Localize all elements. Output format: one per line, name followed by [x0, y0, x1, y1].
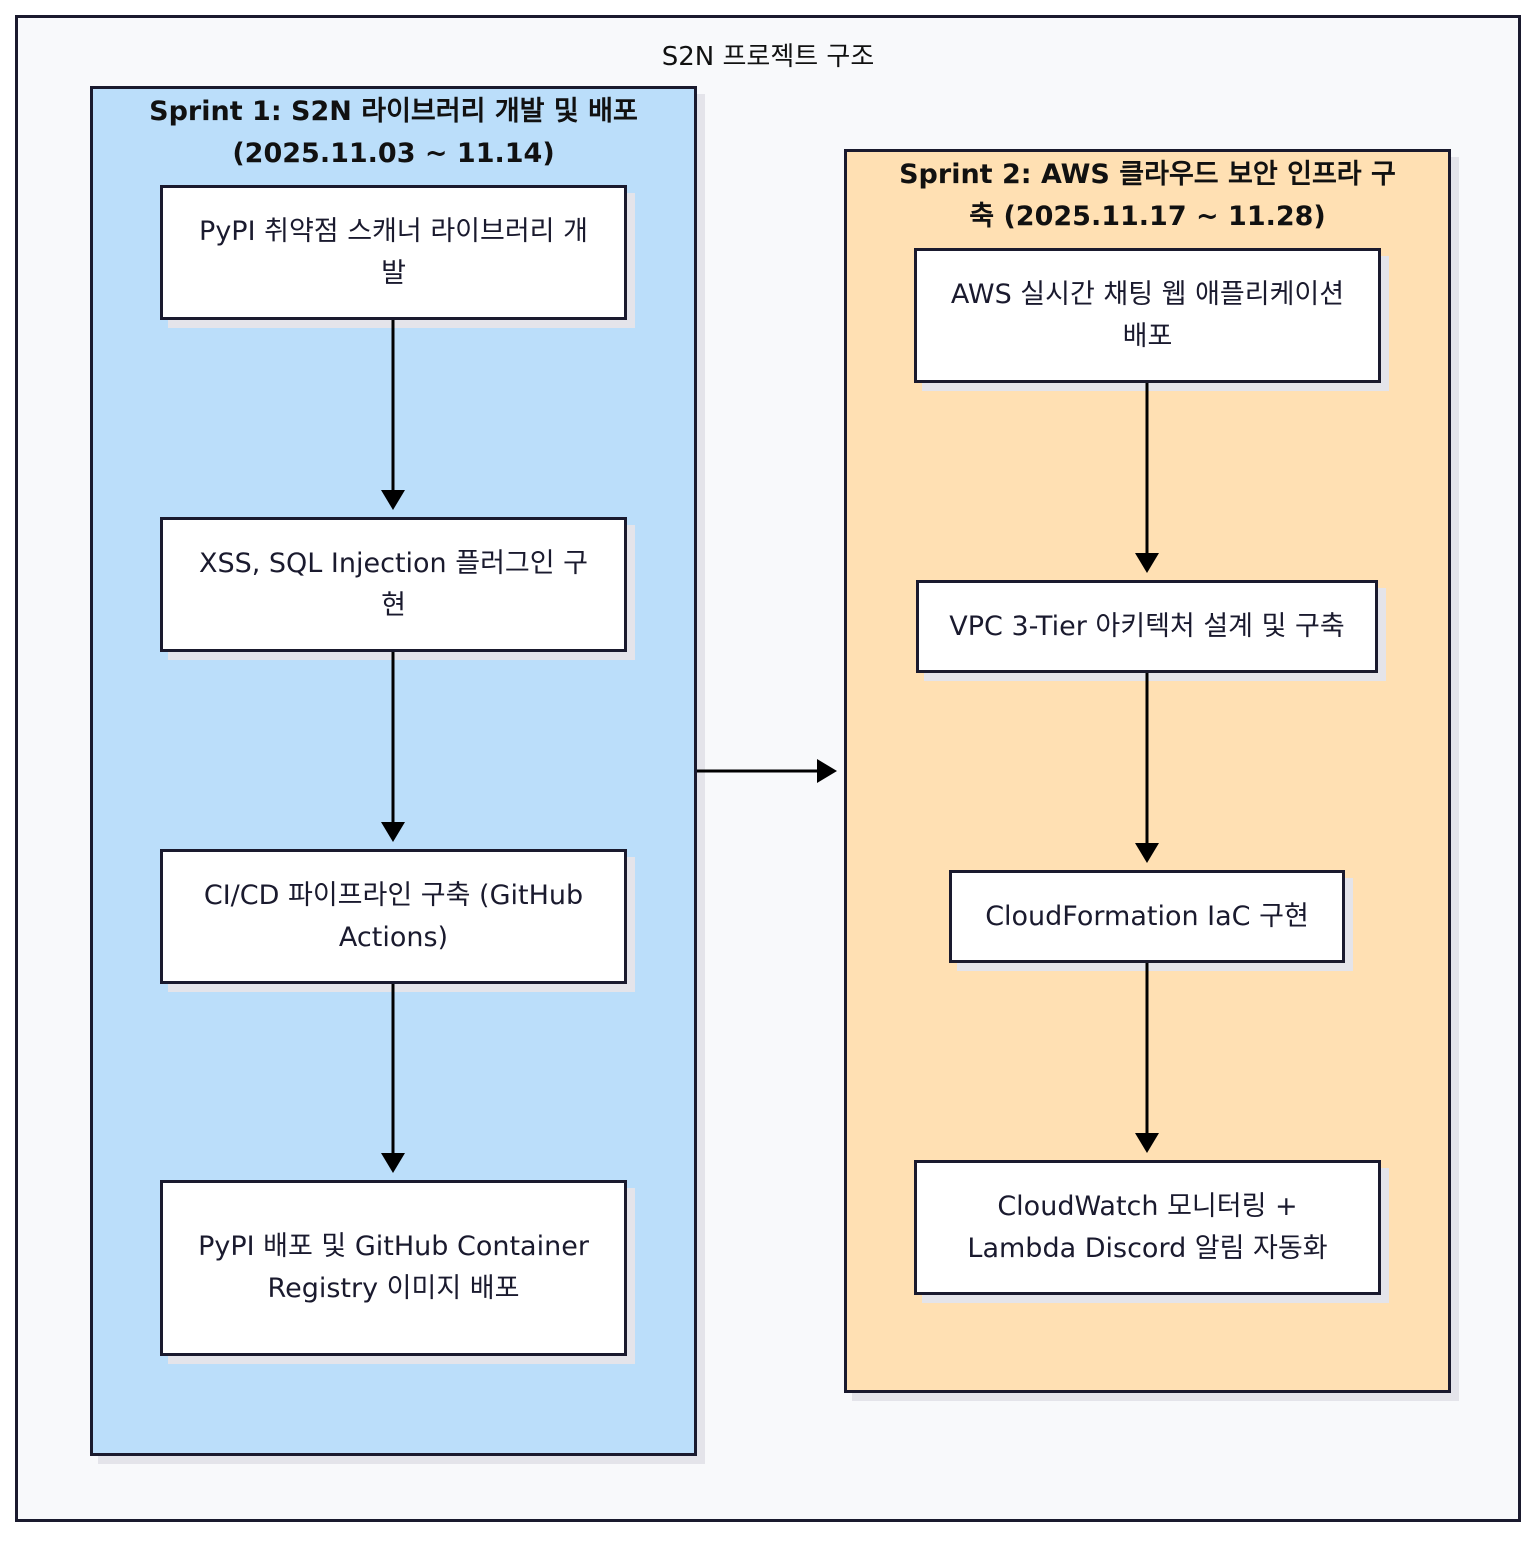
node-cloudwatch-lambda: CloudWatch 모니터링 + Lambda Discord 알림 자동화	[914, 1160, 1381, 1295]
node-vpc-3tier: VPC 3-Tier 아키텍처 설계 및 구축	[916, 580, 1378, 673]
node-pypi-scanner-dev: PyPI 취약점 스캐너 라이브러리 개발	[160, 185, 627, 320]
diagram-title: S2N 프로젝트 구조	[661, 42, 875, 72]
arrowhead-icon	[1135, 1133, 1159, 1153]
arrowhead-icon	[381, 822, 405, 842]
node-pypi-ghcr-deploy: PyPI 배포 및 GitHub Container Registry 이미지 …	[160, 1180, 627, 1356]
node-cloudformation-iac: CloudFormation IaC 구현	[949, 870, 1345, 963]
sprint1-title: Sprint 1: S2N 라이브러리 개발 및 배포 (2025.11.03 …	[149, 96, 638, 169]
arrowhead-icon	[817, 759, 837, 783]
arrowhead-icon	[1135, 843, 1159, 863]
arrowhead-icon	[381, 1153, 405, 1173]
node-aws-chat-app: AWS 실시간 채팅 웹 애플리케이션 배포	[914, 248, 1381, 383]
node-cicd-pipeline: CI/CD 파이프라인 구축 (GitHub Actions)	[160, 849, 627, 984]
arrowhead-icon	[1135, 553, 1159, 573]
node-xss-sqli-plugins: XSS, SQL Injection 플러그인 구현	[160, 517, 627, 652]
arrowhead-icon	[381, 490, 405, 510]
sprint2-title: Sprint 2: AWS 클라우드 보안 인프라 구축 (2025.11.17…	[899, 159, 1396, 232]
